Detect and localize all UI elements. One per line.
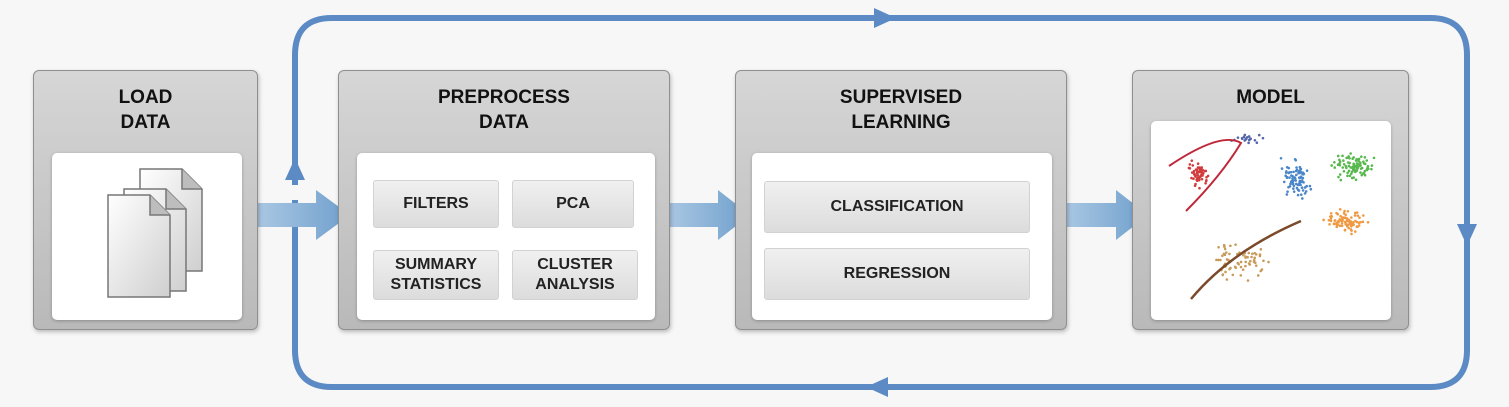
loop-arrowhead-right (874, 8, 896, 28)
stage-preprocess-data: PREPROCESS DATA FILTERS PCA SUMMARY STAT… (338, 70, 670, 330)
flow-arrow-1 (258, 190, 350, 240)
stage-supervised-learning: SUPERVISED LEARNING CLASSIFICATION REGRE… (735, 70, 1067, 330)
model-panel (1151, 121, 1391, 320)
method-summary-statistics[interactable]: SUMMARY STATISTICS (373, 250, 499, 300)
model-plot-icon (1168, 133, 1376, 300)
feedback-loop-path (292, 15, 1470, 390)
stage-load-data: LOAD DATA (33, 70, 258, 330)
method-classification[interactable]: CLASSIFICATION (764, 181, 1030, 233)
loop-arrowhead-left (866, 377, 888, 397)
stage-title-supervised-learning: SUPERVISED LEARNING (839, 87, 963, 133)
method-cluster-analysis[interactable]: CLUSTER ANALYSIS (512, 250, 638, 300)
flow-arrow-3 (1066, 190, 1148, 240)
preprocess-panel: FILTERS PCA SUMMARY STATISTICS CLUSTER A… (357, 153, 655, 320)
supervised-panel: CLASSIFICATION REGRESSION (752, 153, 1052, 320)
flow-arrow-2 (668, 190, 750, 240)
stage-model: MODEL (1132, 70, 1409, 330)
load-data-panel (52, 153, 242, 320)
documents-icon (107, 168, 203, 298)
stage-title-load-data: LOAD DATA (118, 87, 173, 133)
method-regression[interactable]: REGRESSION (764, 248, 1030, 300)
loop-arrowhead-down (1457, 224, 1477, 246)
method-pca[interactable]: PCA (512, 180, 634, 228)
method-filters[interactable]: FILTERS (373, 180, 499, 228)
stage-title-preprocess-data: PREPROCESS DATA (438, 87, 570, 133)
stage-title-model: MODEL (1236, 87, 1305, 108)
loop-arrowhead-up (285, 158, 305, 180)
